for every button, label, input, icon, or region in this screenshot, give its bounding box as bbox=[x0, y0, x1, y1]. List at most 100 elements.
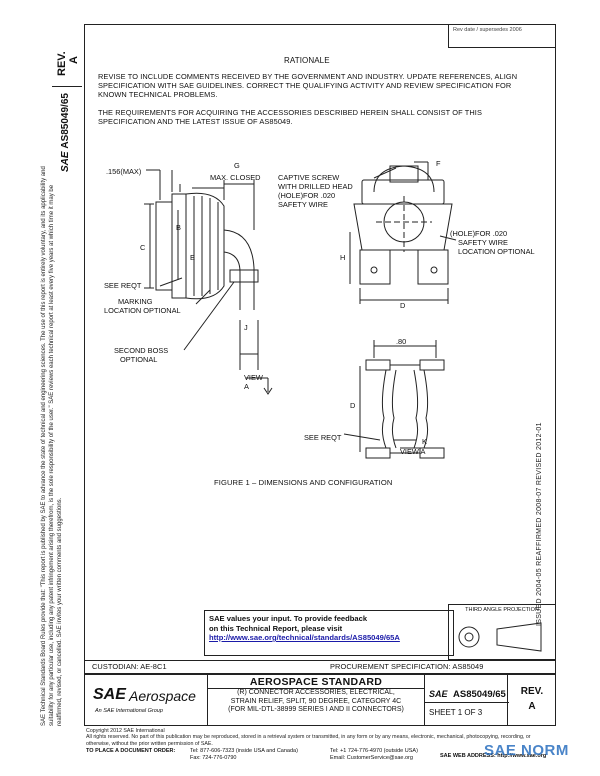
leader-see-reqt bbox=[159, 277, 183, 287]
standard-title-cell: AEROSPACE STANDARD (R) CONNECTOR ACCESSO… bbox=[208, 676, 424, 715]
label-f: F bbox=[436, 159, 441, 168]
title-rev-value: A bbox=[528, 701, 536, 712]
title-rev-label: REV. bbox=[520, 686, 544, 697]
standard-title: AEROSPACE STANDARD bbox=[249, 676, 383, 688]
end-view-top-arc bbox=[373, 165, 435, 193]
label-view: VIEW bbox=[244, 373, 263, 382]
view-a-left-strap bbox=[381, 369, 387, 449]
rev-value-vertical: A bbox=[68, 56, 80, 64]
feedback-line-1: SAE values your input. To provide feedba… bbox=[209, 614, 368, 623]
label-dim-80: .80 bbox=[396, 337, 406, 346]
logo-cell: SAE Aerospace An SAE International Group bbox=[84, 674, 208, 726]
label-marking-location: LOCATION OPTIONAL bbox=[104, 306, 181, 315]
label-safety-wire-b: SAFETY WIRE bbox=[458, 238, 508, 247]
label-a: A bbox=[244, 382, 249, 391]
view-a-right-strap bbox=[423, 369, 429, 449]
projection-label: THIRD ANGLE PROJECTION bbox=[465, 607, 539, 613]
rationale-paragraph-1: REVISE TO INCLUDE COMMENTS RECEIVED BY T… bbox=[98, 72, 518, 99]
footer-contact-block: Tel: +1 724-776-4970 (outside USA) Email… bbox=[330, 748, 418, 762]
rights-statement: All rights reserved. No part of this pub… bbox=[86, 734, 531, 747]
footer-tel-block: Tel: 877-606-7323 (inside USA and Canada… bbox=[190, 748, 298, 762]
label-d-vertical: D bbox=[350, 401, 355, 410]
rationale-title: RATIONALE bbox=[284, 56, 330, 65]
rev-cell: REV. A bbox=[508, 686, 556, 712]
projection-box: THIRD ANGLE PROJECTION bbox=[448, 604, 556, 660]
number-cell: SAE AS85049/65 SHEET 1 OF 3 bbox=[424, 674, 509, 726]
label-g: G bbox=[234, 161, 240, 170]
doc-id-vertical: SAE AS85049/65 bbox=[60, 93, 71, 172]
label-optional: OPTIONAL bbox=[120, 355, 157, 364]
feedback-line-2: on this Technical Report, please visit bbox=[209, 623, 343, 633]
sae-logo: SAE bbox=[93, 686, 126, 703]
label-safety-wire: SAFETY WIRE bbox=[278, 200, 328, 209]
desc-line-1: (R) CONNECTOR ACCESSORIES, ELECTRICAL, bbox=[237, 689, 395, 696]
label-view-a: VIEW A bbox=[400, 447, 426, 456]
tel-outside: Tel: +1 724-776-4970 (outside USA) bbox=[330, 748, 418, 754]
leader-see-reqt-b bbox=[343, 433, 381, 441]
desc-line-2: STRAIN RELIEF, SPLIT, 90 DEGREE, CATEGOR… bbox=[230, 697, 402, 705]
order-label: TO PLACE A DOCUMENT ORDER: bbox=[86, 748, 176, 754]
label-e: E bbox=[190, 253, 195, 262]
rev-label-vertical: REV. bbox=[56, 51, 68, 76]
view-a bbox=[343, 340, 445, 459]
leader-hole bbox=[439, 235, 457, 241]
leader-marking bbox=[195, 289, 211, 305]
logo-tagline: An SAE International Group bbox=[95, 708, 163, 714]
label-b: B bbox=[176, 223, 181, 232]
label-hole-020: (HOLE)FOR .020 bbox=[278, 191, 335, 200]
label-captive-screw: CAPTIVE SCREW bbox=[278, 173, 339, 182]
captive-screw-head bbox=[389, 165, 419, 183]
top-right-note: Rev date / supersedes 2006 bbox=[448, 24, 556, 48]
label-dim-156: .156(MAX) bbox=[106, 167, 141, 176]
elbow-inner bbox=[223, 251, 241, 310]
label-see-reqt: SEE REQT bbox=[104, 281, 142, 290]
end-view-foot-left bbox=[359, 249, 391, 285]
label-j: J bbox=[244, 323, 248, 332]
copyright: Copyright 2012 SAE International bbox=[86, 728, 165, 734]
projection-symbol bbox=[458, 622, 542, 652]
side-view bbox=[144, 169, 273, 395]
engineering-drawing: .156(MAX) G MAX. CLOSED F CAPTIVE SCREW … bbox=[104, 159, 535, 459]
leader-captive-screw bbox=[373, 167, 397, 179]
end-view-foot-right bbox=[417, 249, 449, 285]
label-d-top: D bbox=[400, 301, 405, 310]
label-h: H bbox=[340, 253, 345, 262]
label-second-boss: SECOND BOSS bbox=[114, 346, 168, 355]
email: Email: CustomerService@sae.org bbox=[330, 755, 413, 761]
aerospace-logo: Aerospace bbox=[129, 688, 196, 704]
sheet-number: SHEET 1 OF 3 bbox=[429, 708, 483, 717]
elbow-outer bbox=[223, 229, 255, 310]
label-max-closed: MAX. CLOSED bbox=[210, 173, 261, 182]
connector-body-outline bbox=[155, 201, 173, 291]
feedback-link[interactable]: http://www.sae.org/technical/standards/A… bbox=[209, 633, 400, 642]
figure-caption: FIGURE 1 – DIMENSIONS AND CONFIGURATION bbox=[214, 478, 393, 487]
procurement: PROCUREMENT SPECIFICATION: AS85049 bbox=[330, 662, 484, 671]
tel-usa: Tel: 877-606-7323 (inside USA and Canada… bbox=[190, 748, 298, 754]
header-divider bbox=[52, 86, 82, 87]
footer: Copyright 2012 SAE International All rig… bbox=[86, 728, 556, 747]
custodian: CUSTODIAN: AE-8C1 bbox=[92, 662, 167, 671]
rationale-paragraph-2: THE REQUIREMENTS FOR ACQUIRING THE ACCES… bbox=[98, 108, 482, 126]
label-marking: MARKING bbox=[118, 297, 153, 306]
clamp-body-outline bbox=[171, 193, 187, 299]
label-location-optional: LOCATION OPTIONAL bbox=[458, 247, 535, 256]
feedback-box: SAE values your input. To provide feedba… bbox=[204, 610, 454, 656]
leader-second-boss bbox=[183, 281, 235, 351]
fax: Fax: 724-776-0790 bbox=[190, 755, 237, 761]
left-margin-legal-text: SAE Technical Standards Board Rules prov… bbox=[41, 166, 63, 726]
end-view bbox=[349, 161, 457, 304]
custodian-row bbox=[84, 660, 556, 674]
label-drilled-head: WITH DRILLED HEAD bbox=[278, 182, 353, 191]
label-c: C bbox=[140, 243, 146, 252]
boss bbox=[229, 269, 259, 283]
sae-small-logo: SAE bbox=[429, 689, 448, 699]
label-k: K bbox=[422, 437, 427, 446]
label-hole-020b: (HOLE)FOR .020 bbox=[450, 229, 507, 238]
sae-norm-watermark: SAE NORM bbox=[484, 742, 569, 759]
doc-number: AS85049/65 bbox=[453, 689, 506, 700]
title-divider bbox=[208, 688, 424, 689]
desc-line-3: (FOR MIL-DTL-38999 SERIES I AND II CONNE… bbox=[228, 706, 404, 713]
label-see-reqt-b: SEE REQT bbox=[304, 433, 342, 442]
end-view-body bbox=[353, 203, 453, 251]
web-address: SAE WEB ADDRESS: http://www.sae.org bbox=[440, 753, 547, 759]
